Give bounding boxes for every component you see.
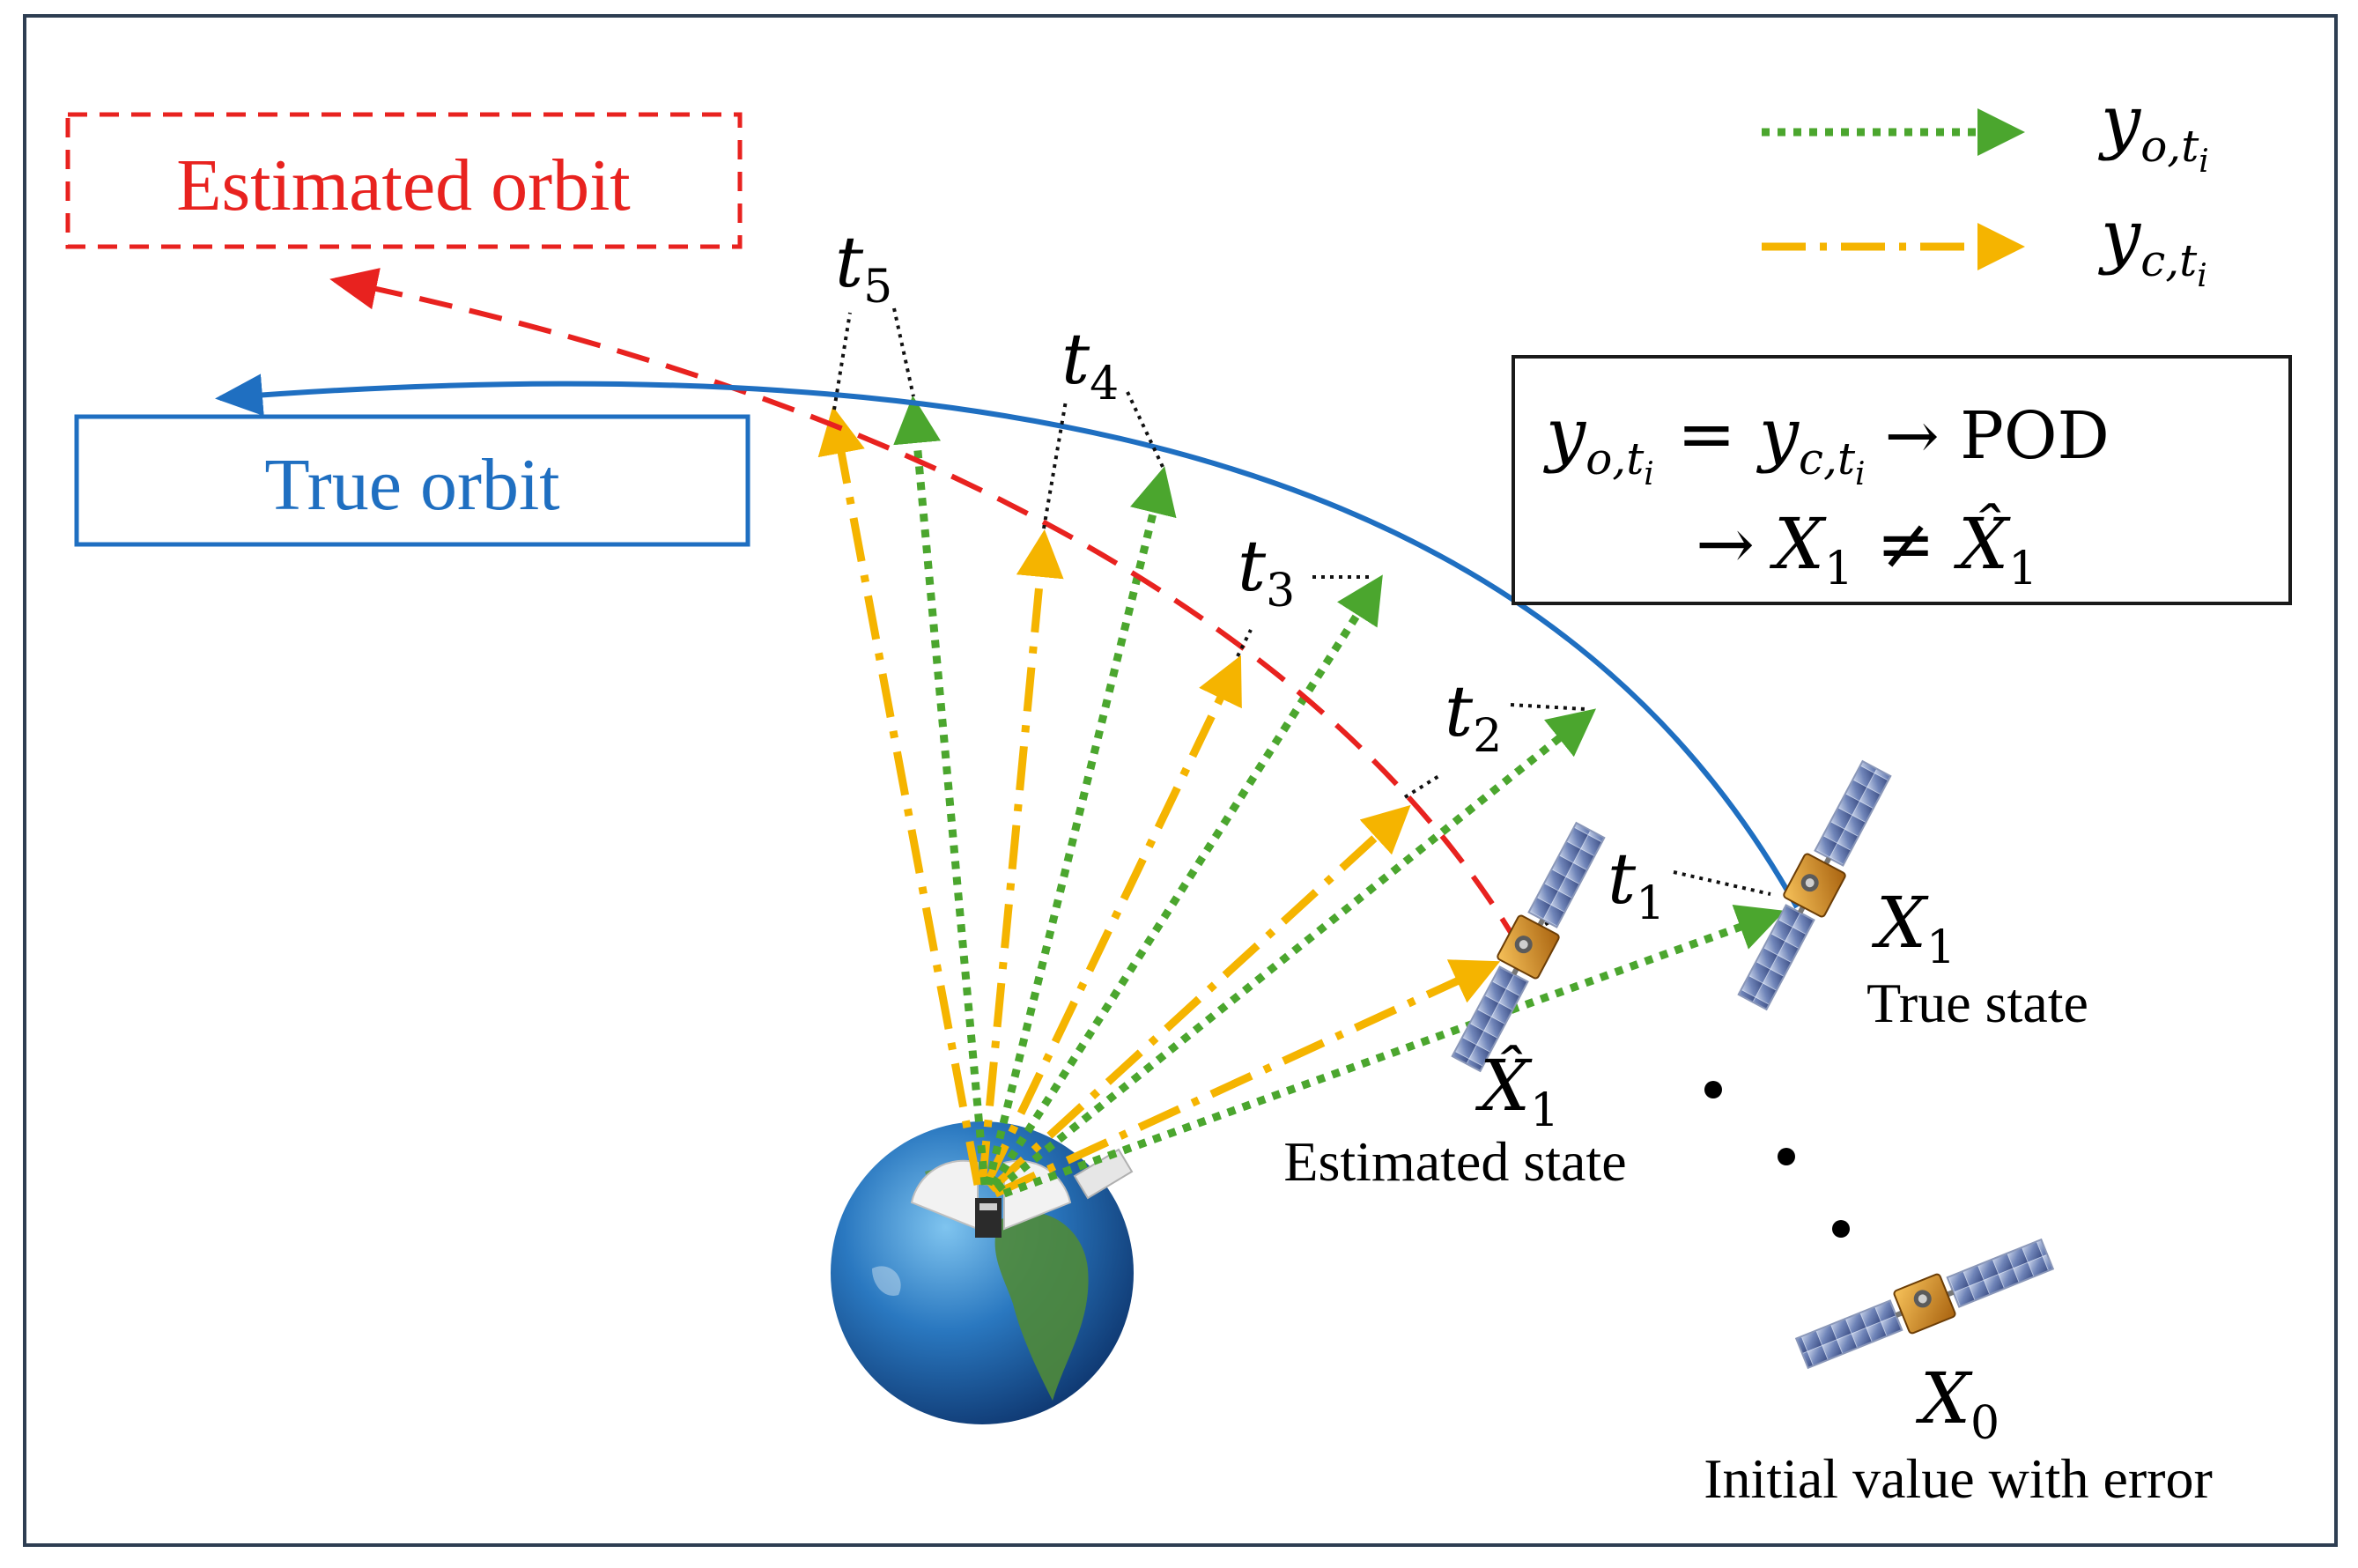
legend-computed-label: yc,ti xyxy=(2098,195,2207,294)
true-orbit-path xyxy=(215,374,1800,909)
observed-ray-t1 xyxy=(1002,904,1785,1198)
svg-text:t4: t4 xyxy=(1061,318,1119,410)
svg-text:X1: X1 xyxy=(1871,882,1955,974)
true-state-symbol: X1 xyxy=(1871,882,1955,974)
outer-frame xyxy=(23,14,2338,1547)
initial-state-symbol: X0 xyxy=(1915,1357,1999,1450)
svg-text:t3: t3 xyxy=(1238,525,1295,618)
time-label-t5: t5 xyxy=(835,221,892,314)
ellipsis-dot xyxy=(1704,1081,1722,1098)
svg-text:yo,ti=yc,ti→ POD: yo,ti=yc,ti→ POD xyxy=(1543,393,2110,492)
computed-ray-t1 xyxy=(994,959,1501,1198)
svg-text:X̂1: X̂1 xyxy=(1475,1043,1559,1137)
ellipsis-dot xyxy=(1778,1148,1795,1165)
estimated-orbit-label: Estimated orbit xyxy=(176,144,631,226)
estimated-orbit-path xyxy=(329,268,1522,949)
time-label-t4: t4 xyxy=(1061,318,1119,410)
legend-observed-label: yo,ti xyxy=(2098,80,2209,180)
observed-ray-t5 xyxy=(893,396,989,1186)
time-label-t2: t2 xyxy=(1445,670,1502,763)
pod-equation: yo,ti=yc,ti→ POD →X1≠X̂1 xyxy=(1543,393,2110,595)
computed-ray-t2 xyxy=(987,804,1411,1193)
true-orbit-label: True orbit xyxy=(264,444,559,526)
time-label-t1: t1 xyxy=(1608,838,1665,930)
svg-text:t1: t1 xyxy=(1608,838,1665,930)
computed-ray-t4 xyxy=(978,529,1064,1186)
estimated-state-label: Estimated state xyxy=(1283,1130,1626,1193)
svg-text:X0: X0 xyxy=(1915,1357,1999,1450)
svg-text:t5: t5 xyxy=(835,221,892,314)
estimated-state-symbol: X̂1 xyxy=(1475,1043,1559,1137)
observed-ray-t3 xyxy=(990,574,1383,1187)
time-leaders xyxy=(832,307,1771,944)
legend: yo,ti yc,ti xyxy=(1762,80,2209,294)
true-orbit-box xyxy=(74,414,750,547)
computed-ray-t5 xyxy=(817,406,982,1186)
true-state-label: True state xyxy=(1866,972,2088,1034)
pod-equation-box xyxy=(1512,355,2292,605)
observed-rays xyxy=(893,396,1785,1198)
ellipsis-dot xyxy=(1832,1220,1850,1238)
satellite-icon xyxy=(1445,818,1612,1076)
svg-text:→X1≠X̂1: →X1≠X̂1 xyxy=(1696,501,2037,595)
estimated-orbit-box xyxy=(65,112,743,249)
time-label-t3: t3 xyxy=(1238,525,1295,618)
observed-ray-t4 xyxy=(984,466,1177,1187)
satellite-icon xyxy=(1793,1231,2057,1376)
computed-rays xyxy=(817,406,1501,1198)
computed-ray-t3 xyxy=(982,655,1242,1187)
svg-text:t2: t2 xyxy=(1445,670,1502,763)
initial-value-label: Initial value with error xyxy=(1704,1447,2213,1510)
